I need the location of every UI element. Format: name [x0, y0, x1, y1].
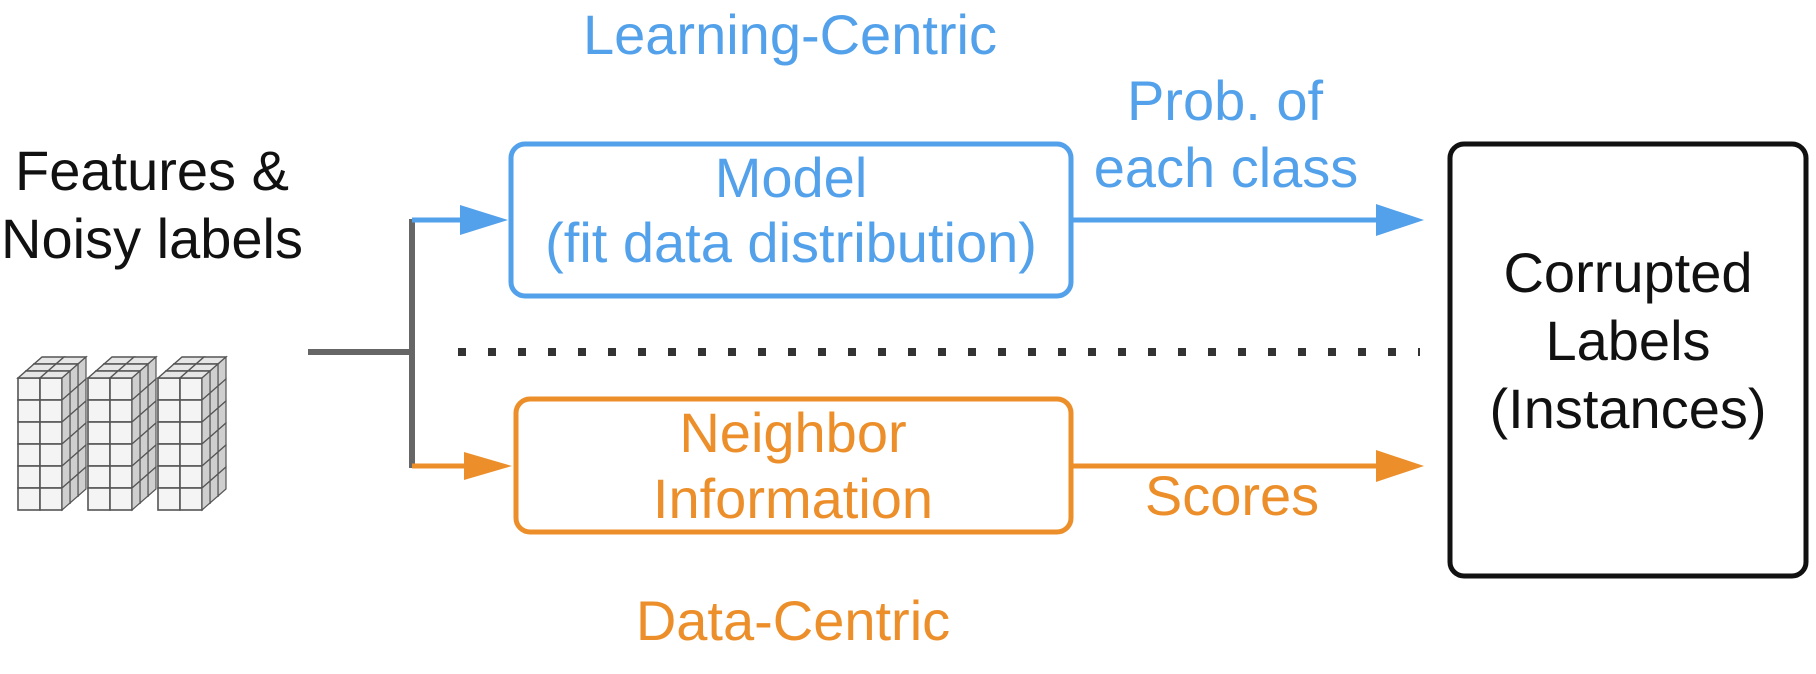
model-box — [508, 141, 1074, 299]
scores-label: Scores — [1145, 464, 1319, 527]
output-line2: Labels — [1545, 309, 1710, 372]
arrow-model-to-output-head — [1376, 204, 1424, 236]
splitter-connector — [308, 219, 415, 468]
model-box-line2: (fit data distribution) — [545, 211, 1037, 274]
prob-label-line2: each class — [1094, 136, 1359, 199]
neighbor-box-line1: Neighbor — [679, 401, 906, 464]
prob-label-line1: Prob. of — [1127, 69, 1324, 132]
learning-centric-title: Learning-Centric — [583, 3, 997, 66]
model-box-line1: Model — [715, 146, 868, 209]
neighbor-box-line2: Information — [653, 467, 933, 530]
output-line3: (Instances) — [1490, 377, 1767, 440]
output-line1: Corrupted — [1503, 241, 1752, 304]
arrow-to-model-head — [460, 205, 508, 235]
input-label-line1: Features & — [15, 139, 289, 202]
output-box — [1447, 141, 1809, 579]
data-centric-title: Data-Centric — [636, 589, 950, 652]
neighbor-box — [513, 396, 1074, 535]
arrow-neighbor-to-output-head — [1376, 450, 1424, 482]
data-cube-icon — [16, 355, 228, 512]
arrow-to-neighbor-head — [464, 452, 512, 480]
input-label-line2: Noisy labels — [1, 207, 303, 270]
